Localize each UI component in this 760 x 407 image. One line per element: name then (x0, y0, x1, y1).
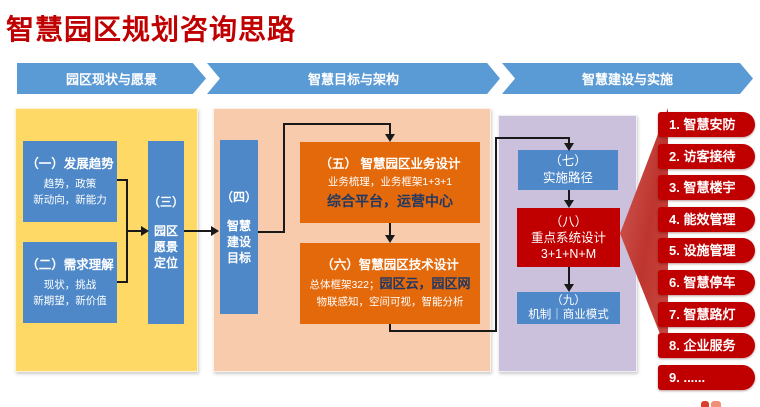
system-item-5: 5. 设施管理 (658, 238, 755, 263)
system-item-label: 8. 企业服务 (669, 338, 736, 353)
connector-line (568, 137, 570, 145)
box-line: 园区 (153, 224, 178, 238)
box-formula: 3+1+N+M (540, 246, 597, 261)
arrowhead-down-icon (564, 284, 574, 292)
system-item-2: 2. 访客接待 (658, 144, 755, 169)
arrowhead-down-icon (385, 134, 395, 142)
arrowhead-down-icon (564, 200, 574, 208)
box-line: 建设 (226, 234, 251, 249)
connector-line (568, 190, 570, 202)
box-number: （四） (220, 189, 257, 204)
stage-label: 智慧建设与实施 (581, 72, 673, 87)
box-line: 趋势，政策 (43, 177, 97, 190)
system-item-1: 1. 智慧安防 (658, 112, 755, 137)
box-line: 定位 (153, 256, 178, 270)
connector-line (184, 230, 212, 232)
stage-label: 园区现状与愿景 (65, 72, 157, 87)
box-number: （八） (549, 214, 588, 229)
stage-chevron-target: 智慧目标与架构 (207, 63, 500, 94)
box-implementation-path: （七） 实施路径 (518, 150, 618, 190)
arrowhead-right-icon (211, 226, 219, 236)
box-line-prefix: 总体框架322； (309, 279, 380, 291)
system-item-9: 9. ...... (658, 365, 755, 390)
system-item-8: 8. 企业服务 (658, 333, 755, 358)
system-item-7: 7. 智慧路灯 (658, 302, 755, 327)
box-technology-design: （六）智慧园区技术设计 总体框架322；园区云，园区网 物联感知，空间可视，智能… (300, 243, 480, 324)
box-line: 新动向，新能力 (33, 193, 107, 206)
system-item-6: 6. 智慧停车 (658, 270, 755, 295)
box-label: 机制｜商业模式 (528, 309, 609, 321)
box-label: 重点系统设计 (530, 230, 606, 245)
connector-line (389, 123, 391, 136)
box-park-vision-positioning: （三） 园区 愿景 定位 (148, 141, 184, 324)
box-smart-construction-goal: （四） 智慧 建设 目标 (220, 140, 258, 314)
connector-line (283, 123, 285, 233)
logo-mark (700, 399, 726, 407)
box-demand-understanding: （二）需求理解 现状，挑战 新期望，新价值 (23, 242, 117, 323)
system-item-label: 9. ...... (669, 370, 706, 385)
box-number: （三） (148, 195, 185, 209)
connector-line (258, 231, 285, 233)
system-item-label: 1. 智慧安防 (669, 117, 736, 132)
stage-label: 智慧目标与架构 (307, 72, 399, 87)
arrowhead-down-icon (564, 143, 574, 151)
box-title: （六）智慧园区技术设计 (321, 258, 459, 272)
box-mechanism-business-model: （九） 机制｜商业模式 (517, 292, 620, 324)
system-item-label: 5. 设施管理 (669, 243, 736, 258)
box-line: 现状，挑战 (43, 278, 97, 291)
arrowhead-down-icon (385, 235, 395, 243)
connector-line (117, 179, 128, 181)
box-highlight: 综合平台，运营中心 (327, 192, 453, 209)
connector-line (495, 137, 497, 332)
box-number: （七） (549, 154, 587, 168)
system-item-label: 7. 智慧路灯 (669, 307, 736, 322)
box-number: （九） (551, 295, 586, 307)
box-label: 实施路径 (542, 171, 593, 185)
system-item-4: 4. 能效管理 (658, 207, 755, 232)
box-line: 愿景 (153, 240, 178, 254)
box-title: （二）需求理解 (26, 257, 114, 272)
box-title: （五） 智慧园区业务设计 (319, 156, 461, 171)
logo-dot-icon (701, 401, 709, 407)
connector-line (389, 324, 391, 332)
connector-line (389, 223, 391, 237)
box-key-system-design: （八） 重点系统设计 3+1+N+M (517, 208, 620, 267)
system-item-label: 6. 智慧停车 (669, 275, 736, 290)
connector-line (126, 230, 143, 232)
connector-line (389, 330, 497, 332)
logo-dot-icon (711, 401, 721, 407)
page-title: 智慧园区规划咨询思路 (6, 14, 297, 45)
stage-chevron-implementation: 智慧建设与实施 (502, 63, 753, 94)
box-line: 业务梳理，业务框架1+3+1 (327, 175, 453, 188)
box-title: （一）发展趋势 (26, 156, 114, 171)
stage-chevron-vision: 园区现状与愿景 (17, 63, 206, 94)
box-line: 目标 (226, 250, 251, 265)
system-item-label: 2. 访客接待 (669, 149, 736, 164)
connector-line (283, 123, 391, 125)
connector-line (568, 267, 570, 286)
box-business-design: （五） 智慧园区业务设计 业务梳理，业务框架1+3+1 综合平台，运营中心 (300, 142, 480, 223)
connector-line (495, 137, 570, 139)
box-highlight: 园区云，园区网 (379, 276, 471, 291)
system-item-label: 3. 智慧楼宇 (669, 180, 736, 195)
arrowhead-right-icon (141, 226, 149, 236)
box-line: 物联感知，空间可视，智能分析 (316, 296, 464, 308)
box-line: 新期望，新价值 (33, 294, 107, 307)
connector-line (117, 281, 128, 283)
system-item-label: 4. 能效管理 (669, 212, 736, 227)
system-item-3: 3. 智慧楼宇 (658, 175, 755, 200)
box-line: 智慧 (226, 218, 251, 233)
box-development-trends: （一）发展趋势 趋势，政策 新动向，新能力 (23, 141, 117, 222)
box-line: 总体框架322；园区云，园区网 (300, 275, 480, 294)
